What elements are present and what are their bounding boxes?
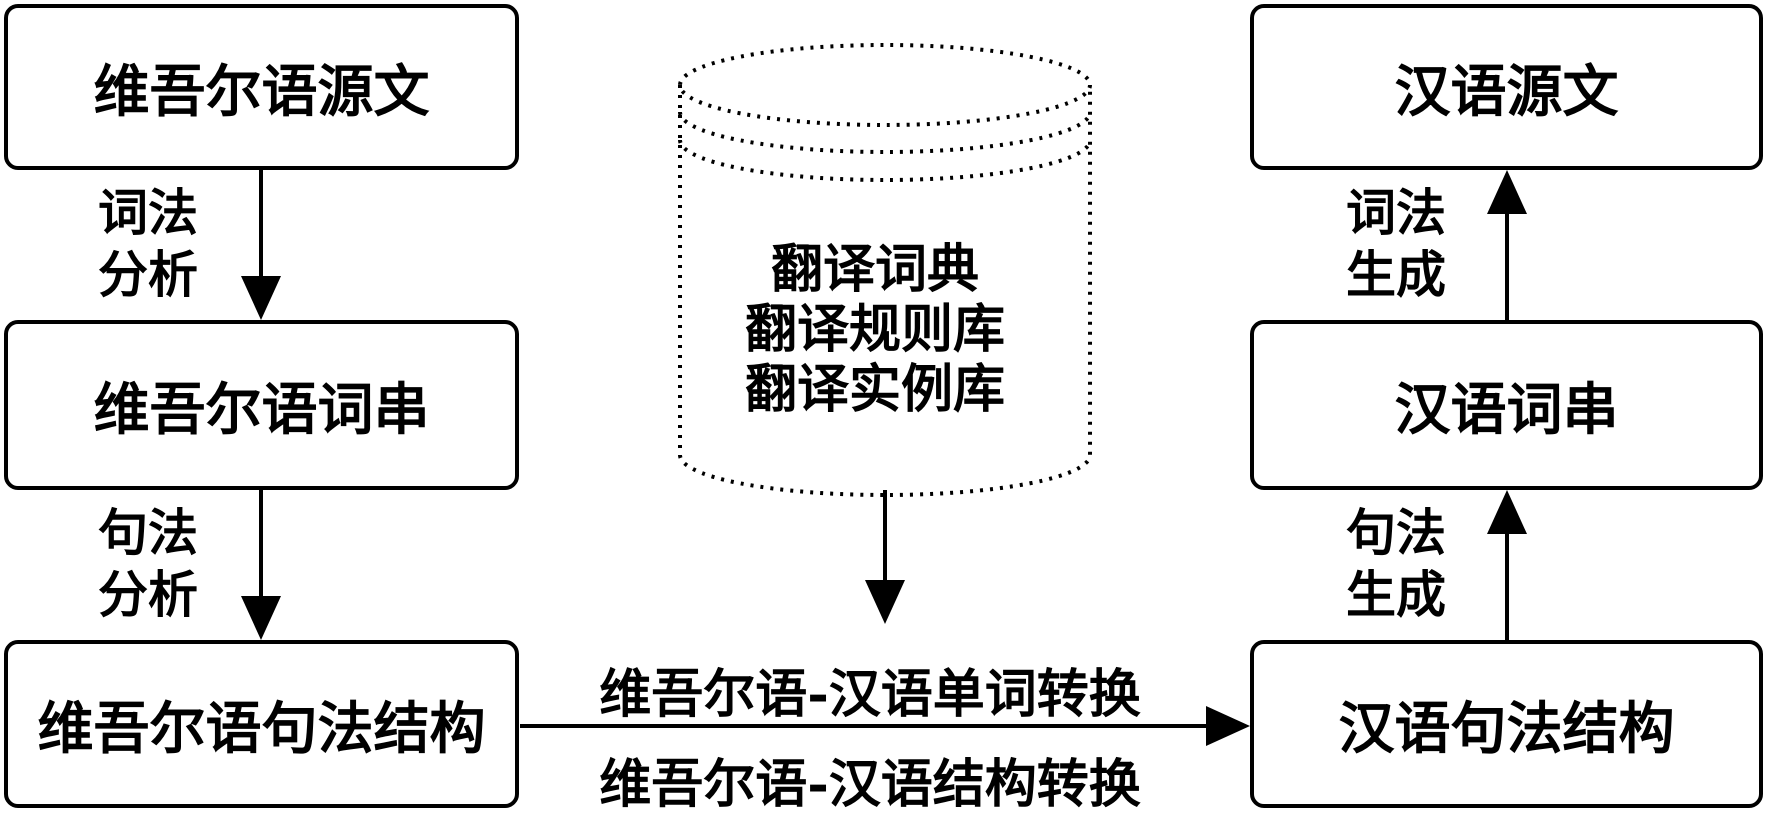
uyghur-syntax-structure-text: 维吾尔语句法结构 [37,695,486,762]
database-line-dictionary: 翻译词典 [770,239,979,300]
uyghur-word-string-text: 维吾尔语词串 [93,376,430,443]
chinese-syntax-structure-box: 汉语句法结构 [1250,640,1763,808]
structure-transfer-label: 维吾尔语-汉语结构转换 [599,754,1141,815]
lexical-analysis-label: 词法 分析 [98,182,198,306]
chinese-source-box: 汉语源文 [1250,4,1763,170]
arrowhead-transfer [1206,706,1250,746]
arrowhead-lexical-analysis [241,276,281,320]
uyghur-source-box: 维吾尔语源文 [4,4,519,170]
uyghur-source-text: 维吾尔语源文 [93,58,430,125]
word-transfer-label: 维吾尔语-汉语单词转换 [599,664,1141,725]
uyghur-syntax-structure-box: 维吾尔语句法结构 [4,640,519,808]
lexical-generation-label-line1: 词法 [1346,183,1446,242]
arrowhead-database [865,580,905,624]
database-contents: 翻译词典 翻译规则库 翻译实例库 [660,240,1090,420]
arrowhead-syntactic-generation [1487,490,1527,534]
syntactic-analysis-label-line1: 句法 [98,503,198,562]
lexical-analysis-label-line2: 分析 [98,245,198,304]
arrowhead-syntactic-analysis [241,596,281,640]
lexical-analysis-label-line1: 词法 [98,183,198,242]
database-cylinder [678,43,1092,497]
chinese-source-text: 汉语源文 [1394,58,1619,125]
chinese-word-string-text: 汉语词串 [1394,376,1619,443]
database-line-examples: 翻译实例库 [744,359,1005,420]
chinese-syntax-structure-text: 汉语句法结构 [1338,695,1675,762]
lexical-generation-label-line2: 生成 [1346,245,1446,304]
database-line-rules: 翻译规则库 [744,299,1005,360]
syntactic-analysis-label-line2: 分析 [98,565,198,624]
syntactic-analysis-label: 句法 分析 [98,502,198,626]
uyghur-word-string-box: 维吾尔语词串 [4,320,519,490]
syntactic-generation-label: 句法 生成 [1346,502,1446,626]
syntactic-generation-label-line2: 生成 [1346,565,1446,624]
chinese-word-string-box: 汉语词串 [1250,320,1763,490]
arrowhead-lexical-generation [1487,170,1527,214]
syntactic-generation-label-line1: 句法 [1346,503,1446,562]
lexical-generation-label: 词法 生成 [1346,182,1446,306]
